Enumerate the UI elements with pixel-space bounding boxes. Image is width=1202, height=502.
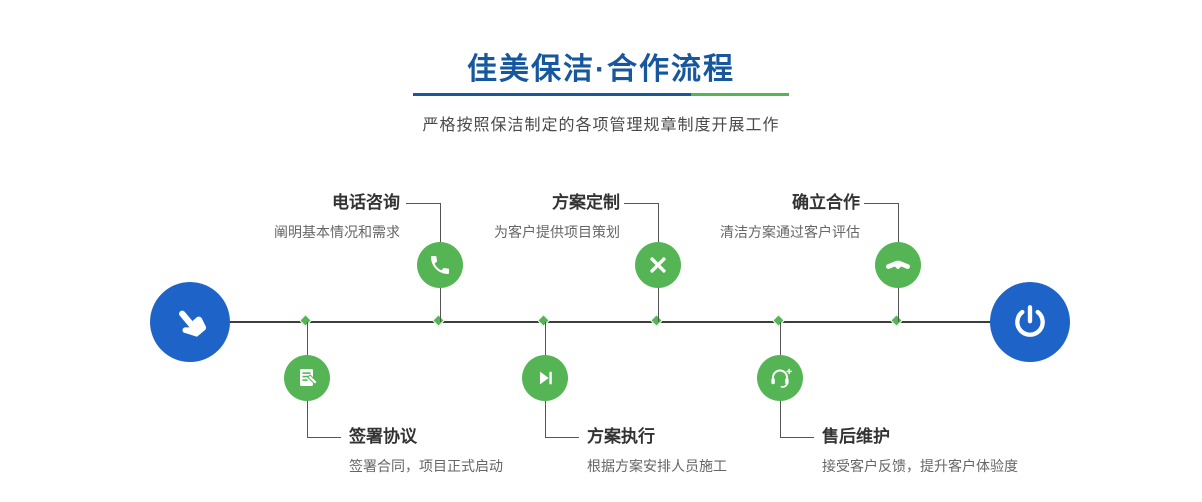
step-icon-circle (757, 355, 803, 401)
timeline-node (650, 314, 663, 327)
connector-line (307, 437, 341, 438)
connector-line (658, 203, 659, 243)
step-desc: 签署合同，项目正式启动 (349, 458, 503, 474)
step-desc: 接受客户反馈，提升客户体验度 (822, 458, 1018, 474)
power-icon (1015, 305, 1045, 337)
underline-blue-segment (413, 93, 692, 96)
step-icon-circle (284, 355, 330, 401)
step-title: 售后维护 (822, 427, 890, 446)
connector-line (780, 400, 781, 437)
phone-icon (431, 256, 449, 274)
title-underline (413, 93, 789, 96)
page-subtitle: 严格按照保洁制定的各项管理规章制度开展工作 (422, 117, 780, 134)
step-desc: 为客户提供项目策划 (494, 224, 620, 240)
connector-line (307, 322, 308, 356)
connector-line (545, 322, 546, 356)
connector-line (780, 437, 814, 438)
timeline-node (299, 314, 312, 327)
start-endpoint (150, 282, 230, 362)
timeline-node (537, 314, 550, 327)
hand-pointer-icon (179, 310, 207, 337)
step-title: 确立合作 (792, 193, 860, 212)
handshake-icon (885, 260, 911, 269)
step-desc: 清洁方案通过客户评估 (720, 224, 860, 240)
step-label: 方案执行 根据方案安排人员施工 (587, 424, 847, 476)
step-label: 方案定制 为客户提供项目策划 (380, 190, 620, 242)
step-label: 电话咨询 阐明基本情况和需求 (160, 190, 400, 242)
connector-line (624, 203, 658, 204)
headset-icon (771, 368, 792, 388)
step-desc: 阐明基本情况和需求 (274, 224, 400, 240)
timeline-node (890, 314, 903, 327)
step-title: 方案定制 (552, 193, 620, 212)
step-icon-circle (417, 242, 463, 288)
connector-line (545, 437, 579, 438)
play-icon (539, 371, 552, 385)
connector-line (898, 287, 899, 322)
step-icon-circle (875, 242, 921, 288)
underline-green-segment (691, 93, 789, 96)
connector-line (780, 322, 781, 356)
connector-line (307, 400, 308, 437)
step-icon-circle (522, 355, 568, 401)
design-tools-icon (650, 257, 666, 273)
step-label: 确立合作 清洁方案通过客户评估 (620, 190, 860, 242)
timeline-node (772, 314, 785, 327)
step-title: 电话咨询 (332, 193, 400, 212)
connector-line (440, 287, 441, 322)
step-title: 签署协议 (349, 427, 417, 446)
page-title: 佳美保洁·合作流程 (467, 53, 735, 86)
timeline-node (432, 314, 445, 327)
connector-line (440, 203, 441, 243)
step-label: 签署协议 签署合同，项目正式启动 (349, 424, 609, 476)
step-label: 售后维护 接受客户反馈，提升客户体验度 (822, 424, 1082, 476)
connector-line (406, 203, 440, 204)
step-icon-circle (635, 242, 681, 288)
connector-line (898, 203, 899, 243)
connector-line (864, 203, 898, 204)
timeline-line (190, 321, 1030, 323)
step-desc: 根据方案安排人员施工 (587, 458, 727, 474)
end-endpoint (990, 282, 1070, 362)
contract-icon (300, 369, 318, 386)
connector-line (545, 400, 546, 437)
step-title: 方案执行 (587, 427, 655, 446)
connector-line (658, 287, 659, 322)
